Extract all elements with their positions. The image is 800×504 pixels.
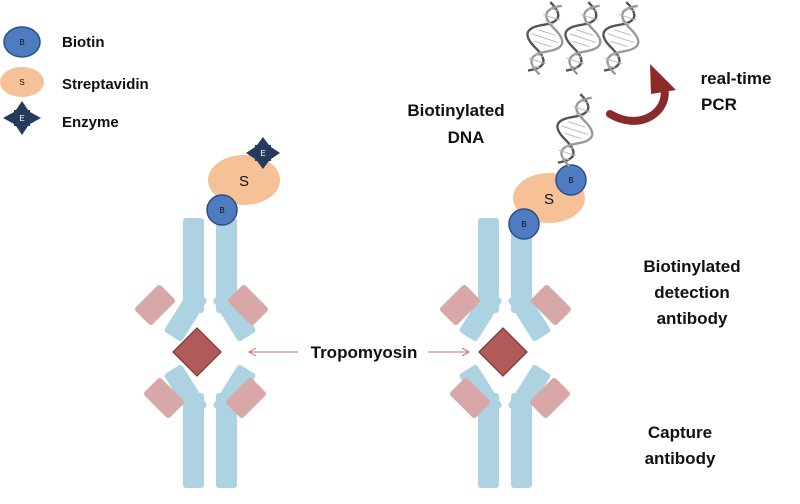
antigen-right xyxy=(478,327,528,377)
biotinylated-dna-label-2: DNA xyxy=(448,128,485,147)
legend-biotin-label: Biotin xyxy=(62,34,105,51)
capture-antibody-right xyxy=(458,363,552,488)
biotin-right-lower: B xyxy=(508,208,540,240)
realtime-pcr-label-1: real-time xyxy=(701,69,772,88)
tropomyosin-label: Tropomyosin xyxy=(311,343,418,362)
biotin-icon xyxy=(3,26,41,58)
detection-antibody-label-1: Biotinylated xyxy=(643,257,740,276)
enzyme-icon-symbol: E xyxy=(19,114,24,123)
legend-enzyme: E Enzyme xyxy=(3,101,119,135)
realtime-pcr-label-2: PCR xyxy=(701,95,737,114)
legend-streptavidin-label: Streptavidin xyxy=(62,76,149,93)
enzyme-icon xyxy=(3,101,41,135)
biotinylated-dna-strand xyxy=(545,89,605,172)
biotin-left-symbol: B xyxy=(219,206,224,215)
light-chains-right xyxy=(440,285,571,418)
legend-biotin: B Biotin xyxy=(3,26,105,58)
capture-antibody-left xyxy=(163,363,257,488)
detection-antibody-left xyxy=(163,218,257,343)
left-assembly: S B E xyxy=(135,137,280,488)
detection-antibody-label-3: antibody xyxy=(657,309,728,328)
detection-antibody-label-2: detection xyxy=(654,283,730,302)
biotin-right-upper: B xyxy=(555,164,587,196)
legend-streptavidin: S Streptavidin xyxy=(0,67,149,97)
streptavidin-right-symbol: S xyxy=(544,191,554,208)
biotin-right-upper-symbol: B xyxy=(568,176,573,185)
streptavidin-icon-symbol: S xyxy=(19,78,24,87)
dna-copy-2 xyxy=(553,0,613,80)
biotin-left: B xyxy=(206,194,238,226)
legend-enzyme-label: Enzyme xyxy=(62,114,119,131)
legend: B Biotin S Streptavidin E Enzyme xyxy=(0,26,149,135)
dna-copies xyxy=(515,0,651,80)
dna-copy-3 xyxy=(591,0,651,80)
biotin-right-lower-symbol: B xyxy=(521,220,526,229)
enzyme-left-symbol: E xyxy=(260,149,265,158)
detection-antibody-right xyxy=(458,218,552,343)
streptavidin-icon xyxy=(0,67,44,97)
capture-antibody-label-1: Capture xyxy=(648,423,712,442)
biotinylated-dna-label-1: Biotinylated xyxy=(407,101,504,120)
dna-copy-1 xyxy=(515,0,575,80)
right-assembly: S B B xyxy=(440,89,605,488)
pcr-arrow xyxy=(606,64,676,125)
streptavidin-left-symbol: S xyxy=(239,173,249,190)
biotin-icon-symbol: B xyxy=(19,38,24,47)
enzyme-left xyxy=(246,137,280,169)
capture-antibody-label-2: antibody xyxy=(645,449,716,468)
light-chains-left xyxy=(135,285,268,418)
antigen-left xyxy=(172,327,222,377)
